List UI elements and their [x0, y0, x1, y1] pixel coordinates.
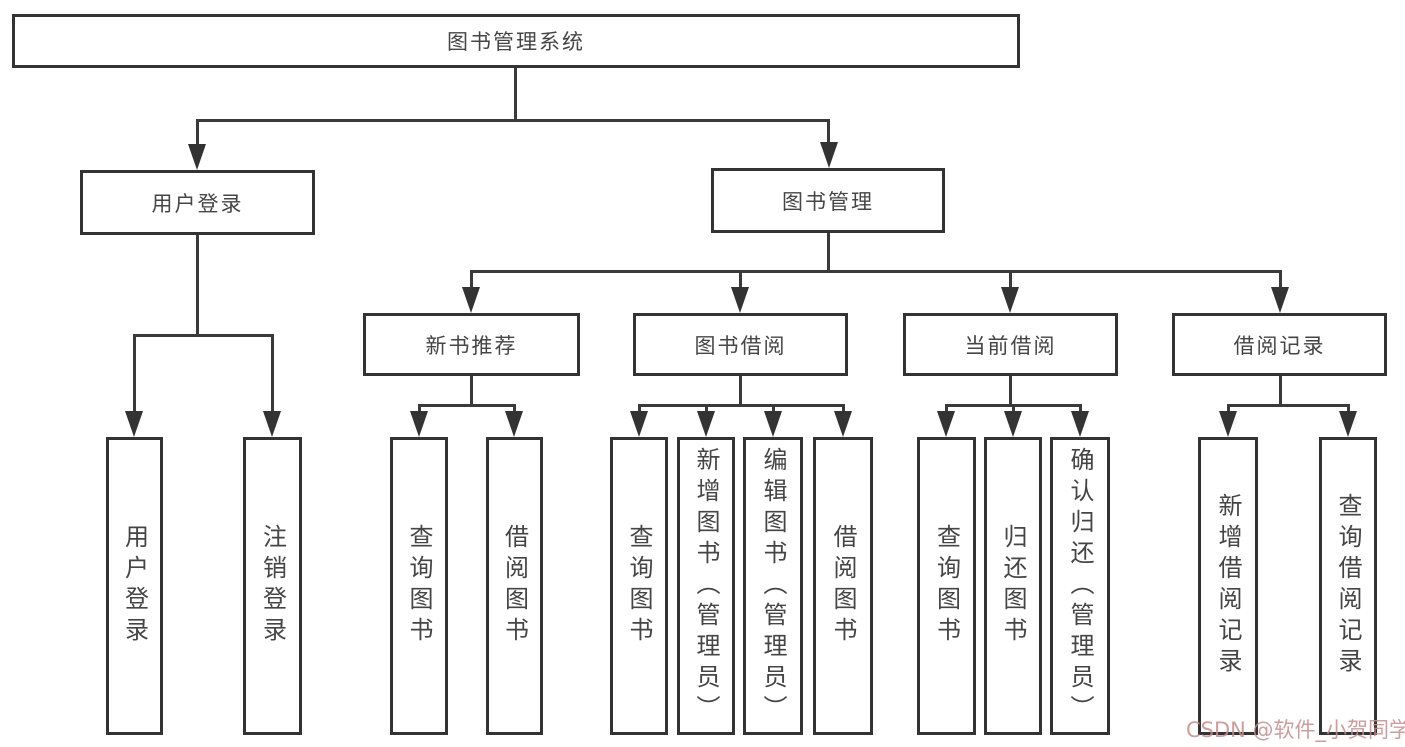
arrow-down — [1271, 287, 1289, 313]
connector-drop-leaf — [1079, 404, 1082, 414]
arrow-down — [505, 411, 523, 437]
node-user-login: 用户登录 — [80, 170, 315, 235]
node-label: 注销登录 — [258, 524, 287, 648]
connector-stem-root — [514, 68, 517, 122]
node-label: 确认归还（管理员） — [1066, 446, 1094, 726]
arrow-down — [263, 411, 281, 437]
arrow-down — [1219, 411, 1237, 437]
leaf-query-borrow-record: 查询借阅记录 — [1319, 437, 1377, 735]
arrow-down — [410, 411, 428, 437]
connector-drop-leaf — [271, 334, 274, 413]
arrow-down — [834, 411, 852, 437]
node-current-borrowing: 当前借阅 — [903, 313, 1118, 376]
connector-drop-leaf — [133, 334, 136, 413]
connector-drop-book-mgmt — [827, 119, 830, 144]
arrow-down — [462, 287, 480, 313]
arrow-down — [1004, 411, 1022, 437]
connector-rail-level3 — [470, 270, 1280, 273]
leaf-query-books-borrowing: 查询图书 — [610, 437, 668, 735]
node-label: 编辑图书（管理员） — [759, 446, 787, 726]
leaf-add-books-admin: 新增图书（管理员） — [677, 437, 735, 735]
node-book-borrowing: 图书借阅 — [633, 313, 848, 376]
leaf-user-login: 用户登录 — [106, 437, 163, 735]
connector-stem-borrow-records — [1279, 376, 1282, 406]
leaf-edit-books-admin: 编辑图书（管理员） — [743, 437, 803, 735]
node-label: 借阅图书 — [500, 524, 529, 648]
node-label: 查询借阅记录 — [1334, 493, 1362, 679]
node-label: 用户登录 — [151, 191, 244, 216]
leaf-query-books-current: 查询图书 — [917, 437, 976, 735]
arrow-down — [937, 411, 955, 437]
connector-drop-user-login — [196, 119, 199, 146]
connector-stem-new-books — [470, 376, 473, 406]
node-label: 图书借阅 — [694, 333, 787, 358]
leaf-confirm-return-admin: 确认归还（管理员） — [1050, 437, 1110, 735]
connector-drop-leaf — [1347, 404, 1350, 414]
node-label: 图书管理系统 — [447, 30, 585, 54]
connector-stem-user-login — [196, 235, 199, 336]
connector-drop-leaf — [513, 404, 516, 414]
node-label: 查询图书 — [405, 524, 433, 648]
connector-stem-book-mgmt — [827, 233, 830, 272]
connector-drop-borrow-records — [1279, 270, 1282, 289]
arrow-down — [731, 287, 749, 313]
leaf-return-books: 归还图书 — [984, 437, 1042, 735]
connector-drop-leaf — [1227, 404, 1230, 414]
connector-drop-current-borrow — [1009, 270, 1012, 289]
connector-drop-leaf — [1012, 404, 1015, 414]
csdn-watermark: CSDN @软件_小贺同学 — [1186, 718, 1405, 742]
connector-rail-user-login — [133, 334, 273, 337]
leaf-borrow-books: 借阅图书 — [813, 437, 873, 735]
node-label: 用户登录 — [120, 524, 149, 648]
arrow-down — [1001, 287, 1019, 313]
node-label: 新增借阅记录 — [1214, 493, 1242, 679]
leaf-logout: 注销登录 — [243, 437, 302, 735]
node-label: 新增图书（管理员） — [692, 446, 720, 726]
connector-drop-leaf — [638, 404, 641, 414]
arrow-down — [697, 411, 715, 437]
connector-drop-leaf — [418, 404, 421, 414]
connector-rail-new-books — [418, 404, 516, 407]
connector-drop-leaf — [945, 404, 948, 414]
connector-drop-book-borrow — [739, 270, 742, 289]
node-root-system: 图书管理系统 — [12, 14, 1020, 68]
node-borrow-records: 借阅记录 — [1172, 313, 1387, 376]
connector-drop-leaf — [705, 404, 708, 414]
leaf-query-books-recommend: 查询图书 — [390, 437, 448, 735]
node-book-management: 图书管理 — [711, 168, 945, 233]
arrow-down — [764, 411, 782, 437]
arrow-down — [820, 142, 838, 168]
arrow-down — [1071, 411, 1089, 437]
arrow-down — [125, 411, 143, 437]
node-label: 借阅记录 — [1233, 333, 1326, 358]
connector-stem-book-borrow — [739, 376, 742, 406]
connector-rail-level2 — [196, 119, 830, 122]
node-label: 归还图书 — [999, 524, 1027, 648]
node-label: 当前借阅 — [964, 333, 1057, 358]
arrow-down — [630, 411, 648, 437]
connector-stem-current-borrow — [1009, 376, 1012, 406]
node-label: 查询图书 — [932, 524, 961, 648]
node-new-book-recommend: 新书推荐 — [363, 313, 580, 376]
arrow-down — [188, 144, 206, 170]
node-label: 新书推荐 — [425, 333, 518, 358]
leaf-borrow-books-recommend: 借阅图书 — [486, 437, 543, 735]
node-label: 借阅图书 — [829, 524, 857, 648]
connector-drop-leaf — [772, 404, 775, 414]
node-label: 图书管理 — [782, 189, 874, 214]
connector-rail-book-borrow — [638, 404, 844, 407]
node-label: 查询图书 — [625, 524, 653, 648]
leaf-add-borrow-record: 新增借阅记录 — [1198, 437, 1258, 735]
connector-drop-new-books — [470, 270, 473, 289]
connector-rail-borrow-records — [1227, 404, 1349, 407]
arrow-down — [1339, 411, 1357, 437]
connector-drop-leaf — [842, 404, 845, 414]
